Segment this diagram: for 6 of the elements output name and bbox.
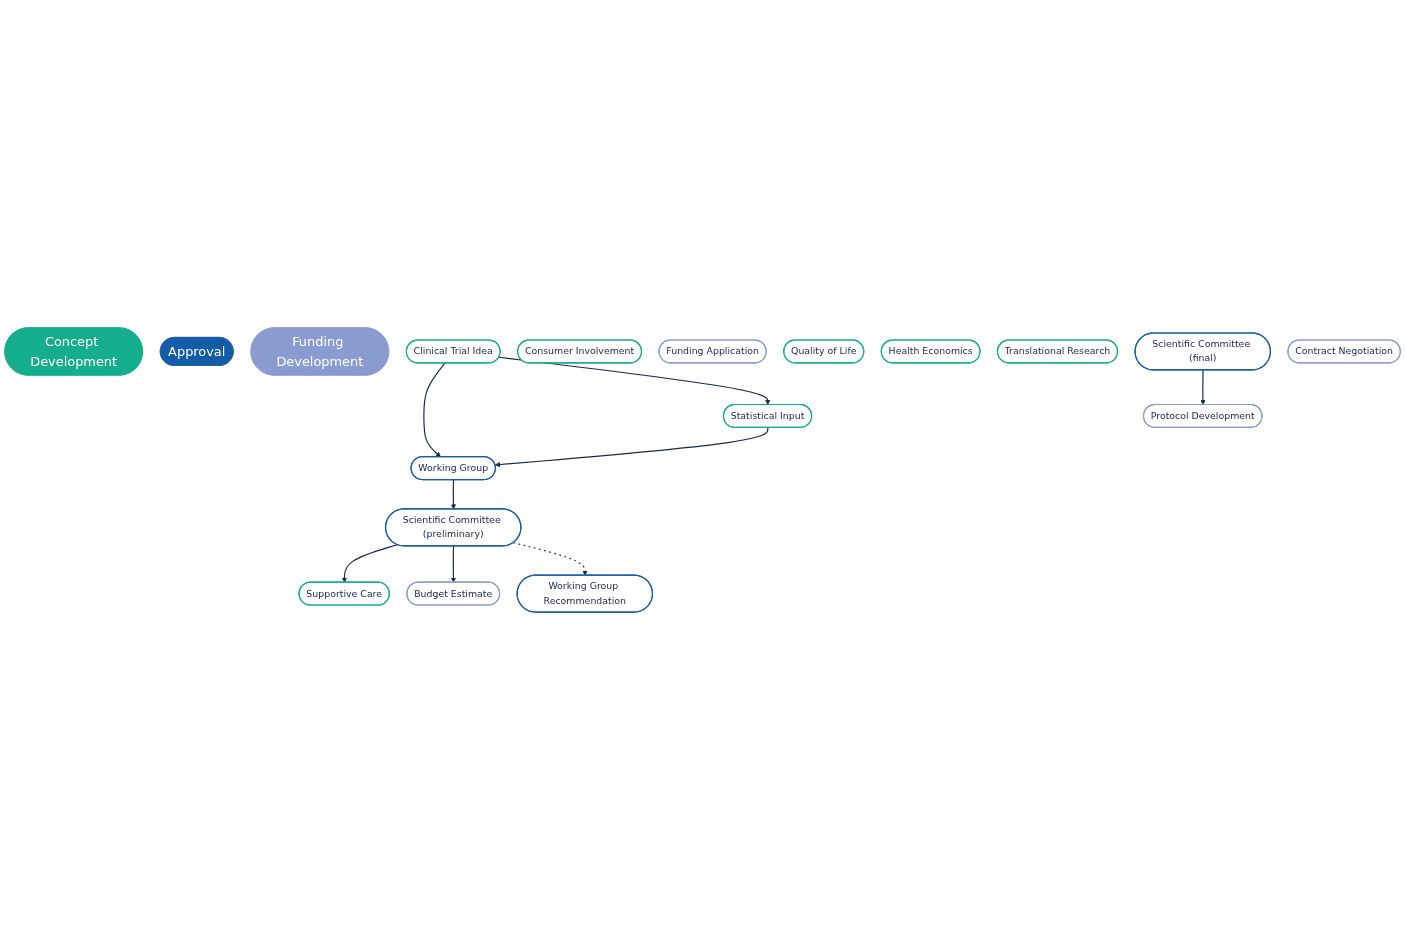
arrow: [494, 427, 769, 468]
arrow: [450, 479, 456, 510]
arrow: [423, 362, 446, 458]
arrow: [450, 545, 457, 583]
arrow: [1200, 369, 1206, 406]
arrow: [341, 544, 398, 583]
